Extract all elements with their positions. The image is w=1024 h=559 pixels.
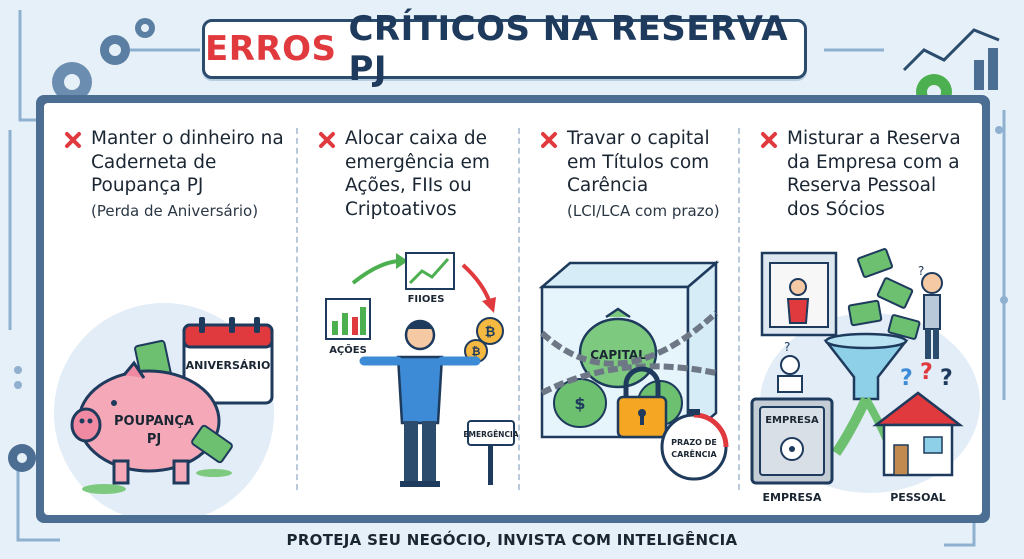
svg-text:$: $ <box>574 394 585 413</box>
card-subtitle: (Perda de Aniversário) <box>91 201 259 220</box>
x-icon <box>761 132 777 148</box>
bitcoin-coin-icon: ₿ ₿ <box>464 317 504 363</box>
card-heading: Alocar caixa de emergência em Ações, FII… <box>318 127 508 221</box>
column-divider <box>518 128 520 490</box>
card-subtitle: (LCI/LCA com prazo) <box>567 201 720 220</box>
card-heading-text: Manter o dinheiro na Caderneta de Poupan… <box>91 128 284 196</box>
gear-icon <box>8 444 36 472</box>
gear-icon <box>135 18 155 38</box>
card-heading-text: Travar o capital em Títulos com Carência <box>567 128 710 196</box>
card-heading-text: Misturar a Reserva da Empresa com a Rese… <box>787 128 961 220</box>
money-bill-icon <box>857 248 893 278</box>
confused-person-icon <box>359 319 481 487</box>
locked-capital-illustration: $ $ CAPITAL <box>538 260 729 481</box>
error-card-mistura: Misturar a Reserva da Empresa com a Rese… <box>740 103 982 515</box>
trend-line-icon <box>902 28 1000 72</box>
worried-person-icon: ? <box>777 340 803 393</box>
svg-text:₿: ₿ <box>485 325 496 340</box>
padlock-icon <box>616 366 668 439</box>
card-heading-text: Alocar caixa de emergência em Ações, FII… <box>345 128 490 220</box>
svg-text:?: ? <box>918 264 924 278</box>
arrow-up-icon <box>351 259 399 285</box>
piggy-bank-illustration: ANIVERSÁRIO POUPANÇA PJ <box>54 303 274 515</box>
deadline-clock-icon: PRAZO DE CARÊNCIA <box>660 409 729 481</box>
question-mark-icon: ? <box>940 366 953 391</box>
pessoal-label: PESSOAL <box>890 491 946 504</box>
piggy-label-line1: POUPANÇA <box>114 414 194 429</box>
error-card-poupanca: Manter o dinheiro na Caderneta de Poupan… <box>44 103 296 515</box>
emergency-sign-label: EMERGÊNCIA <box>463 430 518 439</box>
card-heading: Manter o dinheiro na Caderneta de Poupan… <box>64 127 286 222</box>
calendar-label: ANIVERSÁRIO <box>186 359 271 372</box>
money-bill-icon <box>876 277 914 309</box>
calendar-icon: ANIVERSÁRIO <box>182 317 274 405</box>
question-mark-icon: ? <box>900 366 913 391</box>
chain-icon <box>540 363 717 396</box>
error-card-carencia: Travar o capital em Títulos com Carência… <box>520 103 738 515</box>
chain-icon <box>539 310 719 367</box>
fiis-chart-icon: FIIOES <box>405 252 455 305</box>
company-safe-icon: EMPRESA <box>750 397 834 485</box>
x-icon <box>65 132 81 148</box>
column-divider <box>296 128 298 490</box>
stock-chart-icon: AÇÕES <box>325 298 371 356</box>
safe-label: EMPRESA <box>765 415 819 426</box>
pensive-person-icon: ? <box>918 264 943 359</box>
circuit-decoration-left <box>8 10 200 542</box>
money-bill-icon <box>191 424 233 464</box>
content-panel: Manter o dinheiro na Caderneta de Poupan… <box>44 103 982 515</box>
title-highlight: ERROS <box>205 29 337 69</box>
svg-text:₿: ₿ <box>472 345 481 358</box>
gear-icon <box>52 62 92 102</box>
clock-label-line1: PRAZO DE <box>671 438 717 447</box>
capital-label: CAPITAL <box>590 348 646 362</box>
funnel-icon <box>823 332 909 401</box>
money-bill-icon <box>887 314 921 340</box>
card-heading: Misturar a Reserva da Empresa com a Rese… <box>760 127 972 221</box>
footer-tagline: PROTEJA SEU NEGÓCIO, INVISTA COM INTELIG… <box>286 531 738 549</box>
money-bill-icon <box>847 299 883 327</box>
piggy-label-line2: PJ <box>147 432 161 447</box>
emergency-sign-icon: EMERGÊNCIA <box>463 420 518 485</box>
acoes-label: AÇÕES <box>329 343 367 356</box>
x-icon <box>319 132 335 148</box>
piggy-bank-icon: POUPANÇA PJ <box>70 360 221 485</box>
cash-booth-icon <box>760 251 838 337</box>
main-frame: Manter o dinheiro na Caderneta de Poupan… <box>36 95 990 523</box>
house-icon <box>872 391 964 477</box>
question-mark-icon: ? <box>920 360 933 385</box>
page-title: ERROS CRÍTICOS NA RESERVA PJ <box>202 9 807 89</box>
error-card-renda-variavel: Alocar caixa de emergência em Ações, FII… <box>298 103 518 515</box>
column-divider <box>738 128 740 490</box>
svg-text:?: ? <box>784 340 790 354</box>
arrow-down-icon <box>461 263 492 304</box>
fiis-label: FIIOES <box>408 294 445 305</box>
clock-label-line2: CARÊNCIA <box>671 448 717 459</box>
volatile-investments-illustration: AÇÕES FIIOES ₿ ₿ <box>325 252 518 487</box>
empresa-label: EMPRESA <box>763 491 822 504</box>
card-heading: Travar o capital em Títulos com Carência… <box>540 127 728 222</box>
money-bag-icon: $ <box>553 378 607 428</box>
title-rest: CRÍTICOS NA RESERVA PJ <box>348 9 789 89</box>
gear-icon <box>100 35 130 65</box>
mixed-reserves-illustration: ? ? EM <box>750 248 980 504</box>
x-icon <box>541 132 557 148</box>
